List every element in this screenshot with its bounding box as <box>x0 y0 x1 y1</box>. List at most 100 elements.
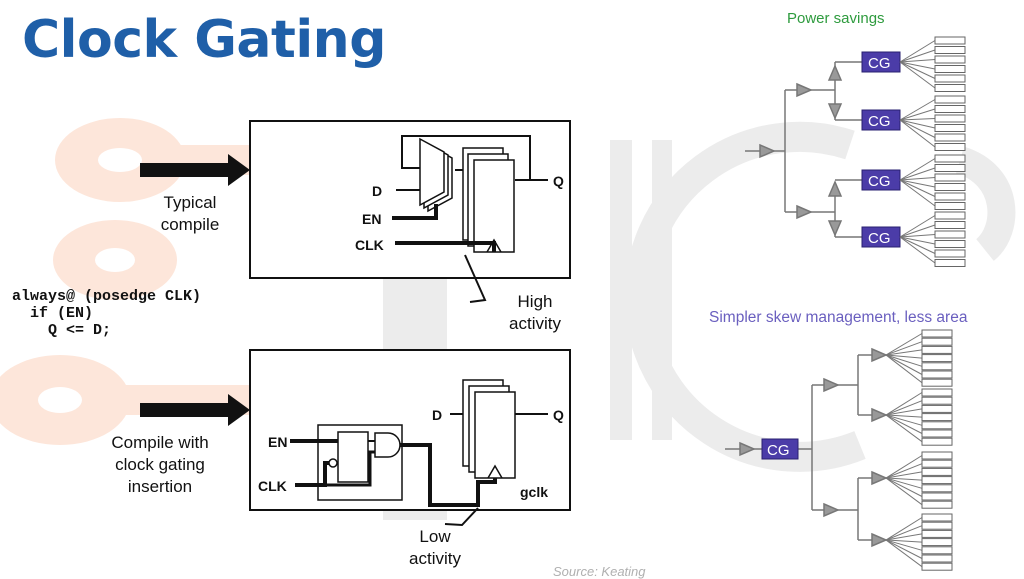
register-cell <box>934 173 966 182</box>
fanout-wire <box>885 349 923 356</box>
skew-tree <box>725 347 888 548</box>
register-cell <box>921 529 953 538</box>
cg-cell-3: CG <box>868 173 891 190</box>
register-cell <box>934 65 966 73</box>
power-savings-tree <box>745 61 862 238</box>
register-cell <box>921 413 953 422</box>
register-cell <box>921 500 953 509</box>
signal-clk-typical: CLK <box>355 237 384 253</box>
fanout-wire <box>899 236 936 264</box>
register-cell <box>921 476 953 485</box>
fanout-wire <box>885 341 923 356</box>
signal-en-typical: EN <box>362 211 381 227</box>
cg-cell-skew: CG <box>761 438 799 460</box>
fanout-wire <box>885 477 923 481</box>
fanout-wire <box>899 118 936 121</box>
fanout-wire <box>885 477 923 489</box>
fanout-wire <box>899 177 936 181</box>
fanout-wire <box>899 179 936 188</box>
cg-cell-2: CG <box>868 113 891 130</box>
register-cell <box>934 202 966 210</box>
fanout-wire <box>885 539 923 568</box>
fanout-wire <box>899 119 936 148</box>
fanout-wire <box>899 119 936 138</box>
fanout-wire <box>899 158 936 181</box>
register-cell <box>934 211 966 220</box>
fanout-wire <box>885 455 923 479</box>
signal-q-gated: Q <box>553 407 564 423</box>
fanout-wire <box>899 167 936 181</box>
fanout-wire <box>885 400 923 416</box>
register-cell <box>934 240 966 248</box>
cg-cells-power: CG CG CG CG <box>861 51 901 248</box>
register-cell <box>934 164 966 172</box>
fanout-wire <box>885 525 923 541</box>
register-cell <box>934 55 966 64</box>
fanout-wire <box>899 119 936 129</box>
fanout-wire <box>885 539 923 559</box>
register-cell <box>921 492 953 501</box>
skew-management-label: Simpler skew management, less area <box>709 309 968 326</box>
register-cell <box>921 429 953 438</box>
fanout-wire <box>899 61 936 79</box>
signal-gclk: gclk <box>520 484 548 500</box>
fanout-wire <box>899 108 936 121</box>
fanout-wire <box>899 224 936 238</box>
register-cell <box>921 513 953 522</box>
fanout-wire <box>899 40 936 63</box>
register-cell <box>921 378 953 387</box>
fanout-wire <box>885 471 923 479</box>
signal-clk-gated: CLK <box>258 478 287 494</box>
register-cell <box>934 230 966 239</box>
register-cell <box>934 143 966 151</box>
register-cell <box>934 36 966 45</box>
cg-cell-5: CG <box>767 442 790 459</box>
signal-d-gated: D <box>432 407 442 423</box>
fanout-wire <box>899 59 936 63</box>
slide-title: Clock Gating <box>22 10 386 70</box>
fanout-wire <box>885 463 923 479</box>
signal-en-gated: EN <box>268 434 287 450</box>
fanout-wire <box>899 215 936 238</box>
register-cell <box>921 554 953 563</box>
fanout-wire <box>899 179 936 197</box>
fanout-wire <box>885 408 923 416</box>
register-cell <box>934 183 966 191</box>
fanout-wire <box>899 61 936 89</box>
fanout-wire <box>899 236 936 245</box>
fanout-wire <box>885 354 923 375</box>
fanout-wire <box>885 414 923 426</box>
register-cell <box>921 362 953 371</box>
fanout-wire <box>885 354 923 359</box>
fanout-wire <box>899 99 936 121</box>
fanout-wire <box>885 539 923 543</box>
register-cell <box>921 370 953 379</box>
register-cell <box>921 538 953 547</box>
register-cell <box>921 546 953 555</box>
high-activity-label: High activity <box>509 292 561 333</box>
register-cell <box>934 74 966 83</box>
verilog-code: always@ (posedge CLK) if (EN) Q <= D; <box>12 288 202 339</box>
register-cell <box>921 337 953 346</box>
typical-compile-diagram: D EN CLK Q <box>140 120 571 303</box>
register-cell <box>934 46 966 54</box>
register-cell <box>934 154 966 163</box>
fanout-registers-power <box>899 36 966 267</box>
fanout-wire <box>885 477 923 497</box>
fanout-wire <box>885 354 923 384</box>
fanout-wire <box>899 179 936 207</box>
clock-gating-label: Compile with clock gating insertion <box>111 433 209 496</box>
register-cell <box>934 192 966 201</box>
clock-gating-diagram: D EN CLK Q gclk <box>140 349 571 527</box>
register-cell <box>934 133 966 142</box>
register-cell <box>921 421 953 430</box>
register-cell <box>921 388 953 397</box>
fanout-wire <box>899 61 936 70</box>
register-cell <box>921 451 953 460</box>
register-cell <box>921 562 953 571</box>
register-cell <box>921 484 953 493</box>
fanout-wire <box>885 354 923 367</box>
cg-cell-1: CG <box>868 55 891 72</box>
register-cell <box>934 259 966 267</box>
register-cell <box>934 249 966 258</box>
